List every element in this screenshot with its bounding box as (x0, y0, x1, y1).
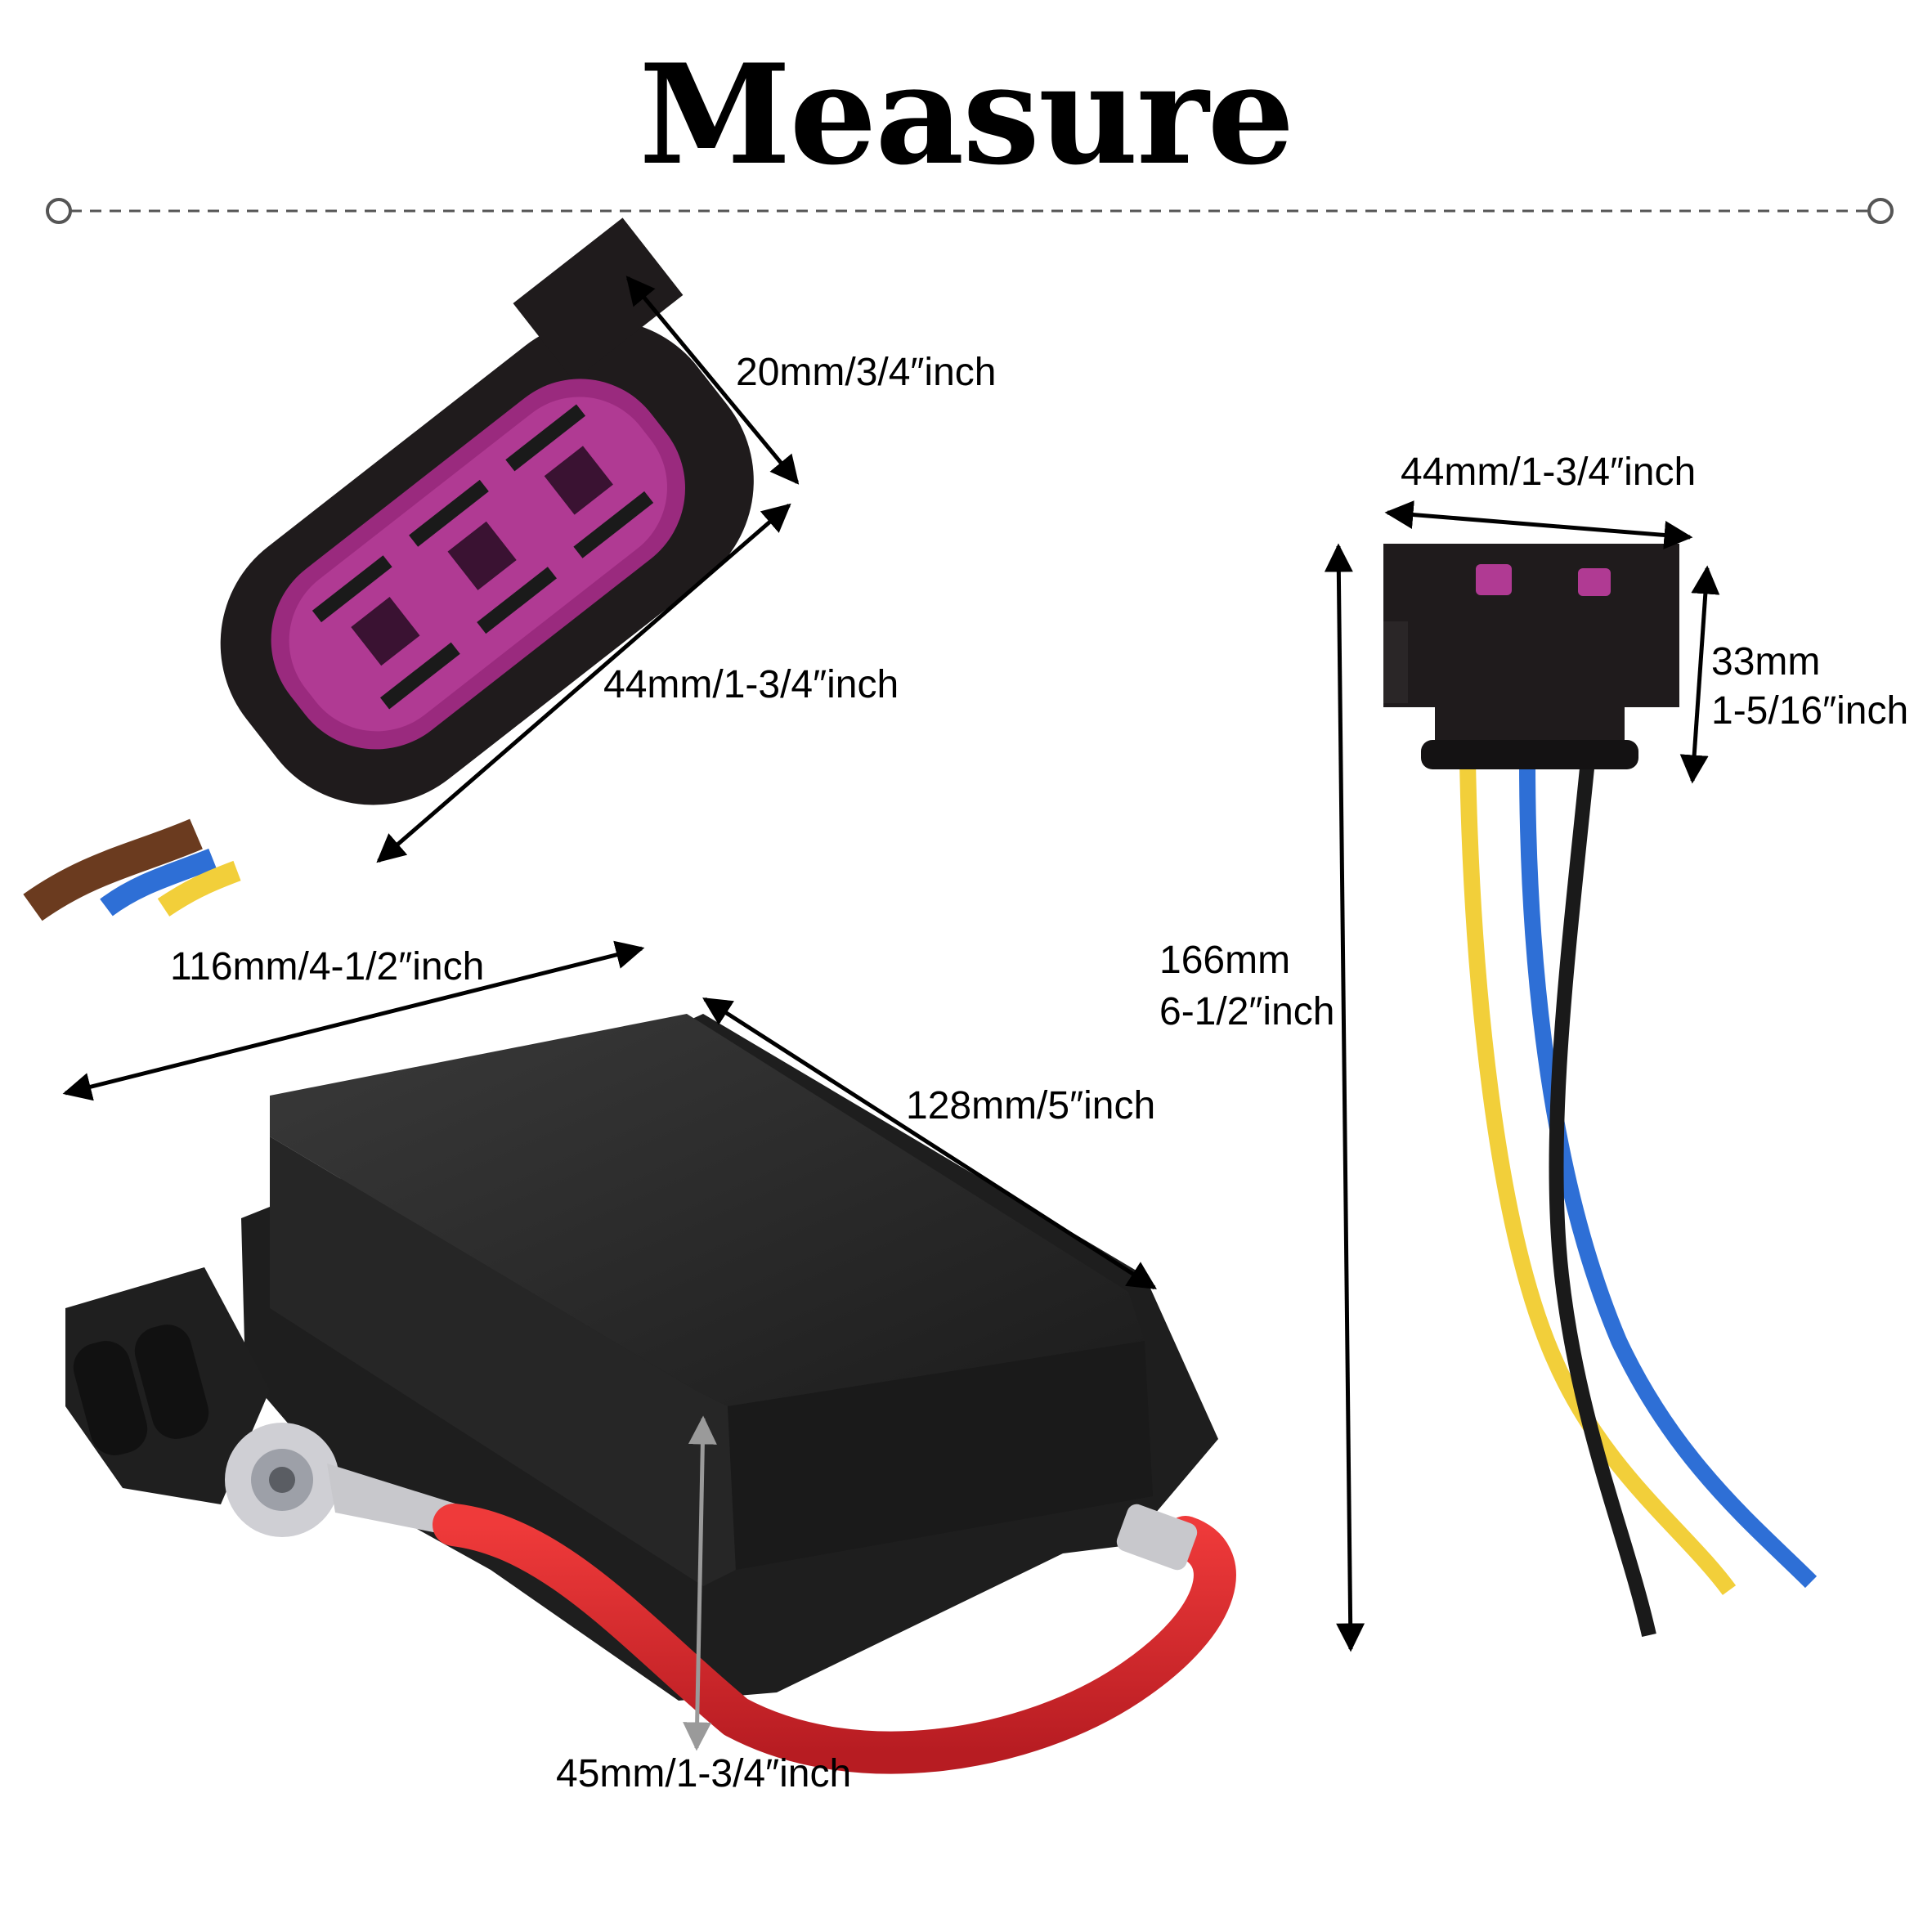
dotted-divider (46, 198, 1894, 224)
page-title: Measure (639, 34, 1295, 195)
box-height-label: 45mm/1-3/4″inch (556, 1752, 852, 1795)
connector-width-label: 20mm/3/4″inch (736, 351, 997, 394)
box-width-arrow (62, 940, 645, 1101)
connector-width-arrow (625, 276, 800, 485)
connector-length-arrow (376, 503, 791, 863)
cable-length-in-label: 6-1/2″inch (1159, 990, 1335, 1033)
plug-width-label: 44mm/1-3/4″inch (1401, 451, 1697, 494)
box-height-arrow (683, 1415, 717, 1751)
plug-height-mm-label: 33mm (1711, 640, 1821, 684)
plug-photo (1383, 544, 1818, 1637)
connector-length-label: 44mm/1-3/4″inch (603, 663, 899, 706)
connector-photo (23, 217, 754, 921)
plug-height-in-label: 1-5/16″inch (1711, 689, 1909, 733)
box-length-label: 128mm/5″inch (906, 1084, 1156, 1127)
cable-length-mm-label: 166mm (1159, 939, 1291, 982)
plug-width-arrow (1384, 500, 1693, 549)
box-width-label: 116mm/4-1/2″inch (170, 945, 485, 988)
cable-length-arrow (1324, 543, 1365, 1652)
box-length-arrow (702, 997, 1157, 1290)
plug-height-arrow (1679, 565, 1720, 784)
